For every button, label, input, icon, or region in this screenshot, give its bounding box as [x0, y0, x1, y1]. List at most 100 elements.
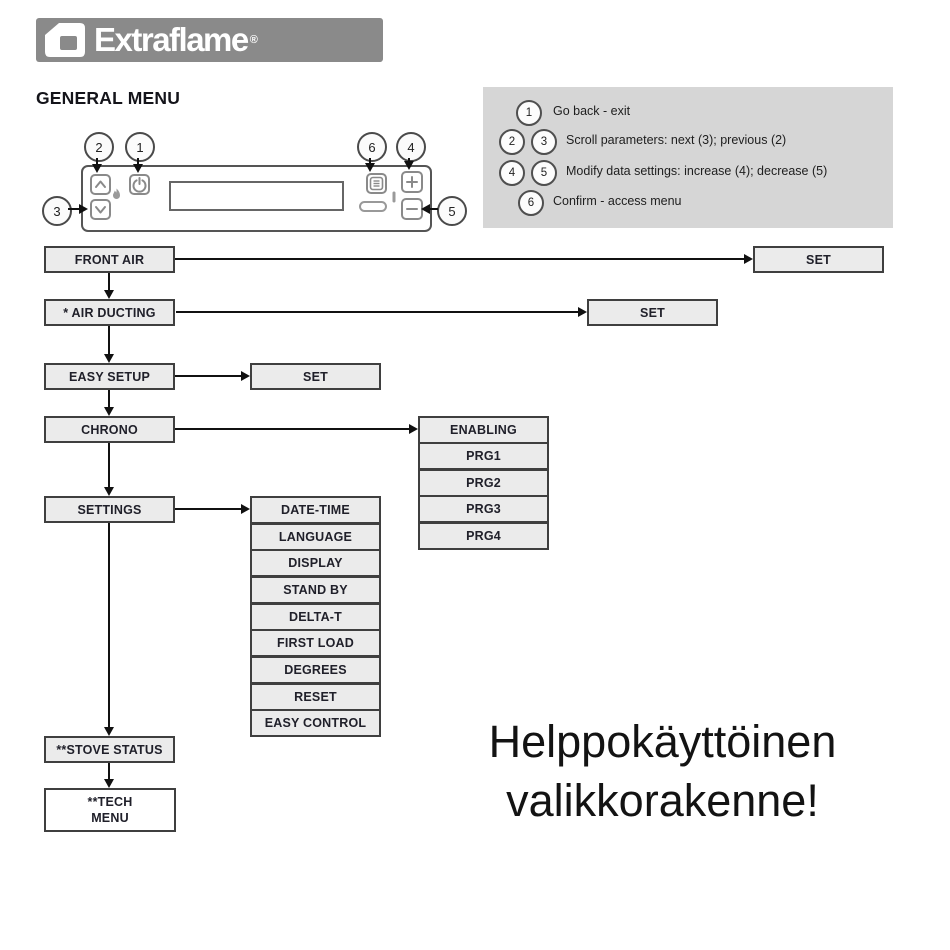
- legend-badge-2: 2: [499, 129, 525, 155]
- set-box-front-air: SET: [753, 246, 884, 273]
- callout-4: 4: [396, 132, 426, 162]
- settings-submenu-reset: RESET: [250, 683, 381, 711]
- easy-setup-set-line: [175, 375, 241, 377]
- menu-button: [366, 173, 387, 194]
- tech-menu-line1: **TECH: [87, 795, 133, 809]
- settings-submenu-first-load: FIRST LOAD: [250, 629, 381, 657]
- chevron-up-icon: [95, 180, 106, 188]
- chrono-submenu-prg1: PRG1: [418, 442, 549, 470]
- menu-box-air-ducting: * AIR DUCTING: [44, 299, 175, 326]
- settings-submenu-arrowhead: [241, 504, 250, 514]
- page-title: GENERAL MENU: [36, 88, 181, 108]
- chrono-submenu-arrowhead: [409, 424, 418, 434]
- callout-1-arrow-line: [137, 158, 139, 165]
- set-box-easy-setup: SET: [250, 363, 381, 390]
- legend-badge-4: 4: [499, 160, 525, 186]
- callout-1-arrowhead: [133, 164, 143, 173]
- flow-arrow-line: [108, 443, 110, 487]
- callout-6: 6: [357, 132, 387, 162]
- power-icon: [132, 177, 147, 193]
- thermometer-icon: [391, 190, 397, 208]
- button-legend: 1 Go back - exit 2 3 Scroll parameters: …: [483, 87, 893, 228]
- flow-arrowhead: [104, 487, 114, 496]
- callout-5-arrow-line: [430, 208, 438, 210]
- flow-arrowhead: [104, 407, 114, 416]
- callout-4-arrowhead: [404, 161, 414, 170]
- flow-arrow-line: [108, 523, 110, 727]
- extraflame-logo: Extraflame ®: [36, 18, 383, 62]
- settings-submenu-language: LANGUAGE: [250, 523, 381, 551]
- extraflame-logo-mark-icon: [44, 22, 88, 58]
- callout-2-arrow-line: [96, 158, 98, 165]
- tagline-line1: Helppokäyttöinen: [488, 716, 837, 767]
- callout-4-arrow-line: [408, 158, 410, 162]
- chrono-submenu-enabling: ENABLING: [418, 416, 549, 444]
- flow-arrow-line: [108, 763, 110, 779]
- legend-badge-6: 6: [518, 190, 544, 216]
- down-arrow-button: [90, 199, 111, 220]
- set-box-air-ducting: SET: [587, 299, 718, 326]
- settings-submenu-degrees: DEGREES: [250, 656, 381, 684]
- flow-arrowhead: [104, 354, 114, 363]
- power-button: [129, 174, 150, 195]
- legend-text-go-back: Go back - exit: [553, 104, 631, 118]
- chrono-submenu-line: [175, 428, 409, 430]
- callout-2: 2: [84, 132, 114, 162]
- menu-box-front-air: FRONT AIR: [44, 246, 175, 273]
- minus-button: [401, 198, 423, 220]
- legend-text-confirm: Confirm - access menu: [553, 194, 682, 208]
- callout-5: 5: [437, 196, 467, 226]
- settings-submenu-delta-t: DELTA-T: [250, 603, 381, 631]
- settings-submenu-line: [175, 508, 241, 510]
- callout-5-arrowhead: [421, 204, 430, 214]
- flow-arrowhead: [104, 779, 114, 788]
- callout-3: 3: [42, 196, 72, 226]
- settings-submenu-easy-control: EASY CONTROL: [250, 709, 381, 737]
- settings-submenu-stand-by: STAND BY: [250, 576, 381, 604]
- flame-icon: [112, 187, 121, 205]
- easy-setup-set-arrowhead: [241, 371, 250, 381]
- callout-6-arrow-line: [369, 158, 371, 164]
- menu-box-easy-setup: EASY SETUP: [44, 363, 175, 390]
- callout-6-arrowhead: [365, 163, 375, 172]
- up-arrow-button: [90, 174, 111, 195]
- legend-text-scroll: Scroll parameters: next (3); previous (2…: [566, 133, 787, 147]
- chrono-submenu-prg2: PRG2: [418, 469, 549, 497]
- chrono-submenu-prg4: PRG4: [418, 522, 549, 550]
- receiver-window: [359, 201, 387, 212]
- chrono-submenu-prg3: PRG3: [418, 495, 549, 523]
- flow-arrow-line: [108, 326, 110, 354]
- chevron-down-icon: [95, 206, 106, 214]
- lcd-display: [169, 181, 344, 211]
- tech-menu-line2: MENU: [91, 811, 129, 825]
- callout-3-arrow-line: [68, 208, 80, 210]
- menu-box-tech-menu: **TECH MENU: [44, 788, 176, 832]
- legend-badge-3: 3: [531, 129, 557, 155]
- brand-wordmark: Extraflame: [94, 21, 249, 58]
- flow-arrowhead: [104, 290, 114, 299]
- air-ducting-set-arrowhead: [578, 307, 587, 317]
- menu-box-settings: SETTINGS: [44, 496, 175, 523]
- tagline-line2: valikkorakenne!: [506, 775, 819, 826]
- air-ducting-set-line: [176, 311, 578, 313]
- registered-trademark: ®: [249, 34, 258, 46]
- legend-badge-1: 1: [516, 100, 542, 126]
- callout-2-arrowhead: [92, 164, 102, 173]
- legend-text-modify: Modify data settings: increase (4); decr…: [566, 164, 828, 178]
- control-panel: [81, 165, 432, 232]
- plus-icon: [406, 176, 418, 188]
- tagline: Helppokäyttöinen valikkorakenne!: [425, 712, 900, 830]
- callout-1: 1: [125, 132, 155, 162]
- callout-3-arrowhead: [79, 204, 88, 214]
- front-air-set-line: [175, 258, 744, 260]
- flow-arrowhead: [104, 727, 114, 736]
- menu-list-icon: [369, 176, 384, 191]
- plus-button: [401, 171, 423, 193]
- front-air-set-arrowhead: [744, 254, 753, 264]
- minus-icon: [406, 208, 418, 210]
- flow-arrow-line: [108, 273, 110, 290]
- menu-box-stove-status: **STOVE STATUS: [44, 736, 175, 763]
- flow-arrow-line: [108, 390, 110, 407]
- legend-badge-5: 5: [531, 160, 557, 186]
